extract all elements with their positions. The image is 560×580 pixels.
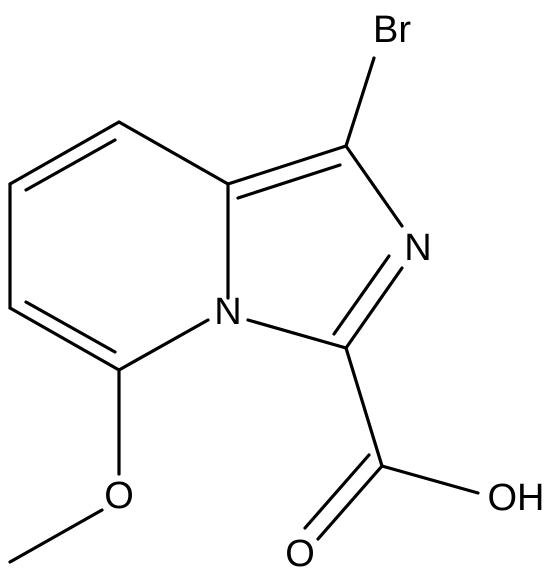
atom-label-o-carbonyl: O — [285, 533, 315, 575]
atom-label-oh: OH — [488, 477, 545, 519]
bond-c5-c4 — [8, 306, 121, 372]
bond-carbonyl-outer — [316, 464, 384, 541]
bond-carboxyl-oh — [380, 464, 480, 495]
atom-label-n-bridge: N — [214, 291, 241, 333]
pyridine-ring — [8, 120, 230, 372]
bond-c5-c4-inner — [24, 300, 117, 354]
bond-c8-c7 — [117, 120, 230, 186]
atom-label-o-ether: O — [104, 475, 134, 517]
bond-o-ether-methyl — [8, 508, 104, 564]
bond-n2-c3-inner — [332, 254, 391, 336]
atom-label-n-imine: N — [404, 227, 431, 269]
imidazole-ring — [226, 144, 404, 350]
bond-c3-n-bridge — [246, 318, 348, 350]
bond-c8a-c1 — [226, 144, 348, 186]
bond-c1-n2 — [344, 144, 404, 228]
bond-c1-br — [344, 56, 376, 148]
substituents — [8, 56, 480, 564]
bond-c8a-c1-inner — [236, 163, 342, 200]
bond-c4-n-bridge — [117, 318, 210, 372]
bond-c7-c6 — [8, 120, 121, 186]
atom-labels: Br N N O OH O — [104, 9, 544, 575]
bond-n2-c3 — [344, 266, 404, 350]
bond-c7-c6-inner — [24, 138, 117, 192]
bond-c3-carboxyl — [344, 346, 384, 468]
bond-carbonyl-inner — [303, 453, 371, 530]
atom-label-br: Br — [373, 9, 411, 51]
